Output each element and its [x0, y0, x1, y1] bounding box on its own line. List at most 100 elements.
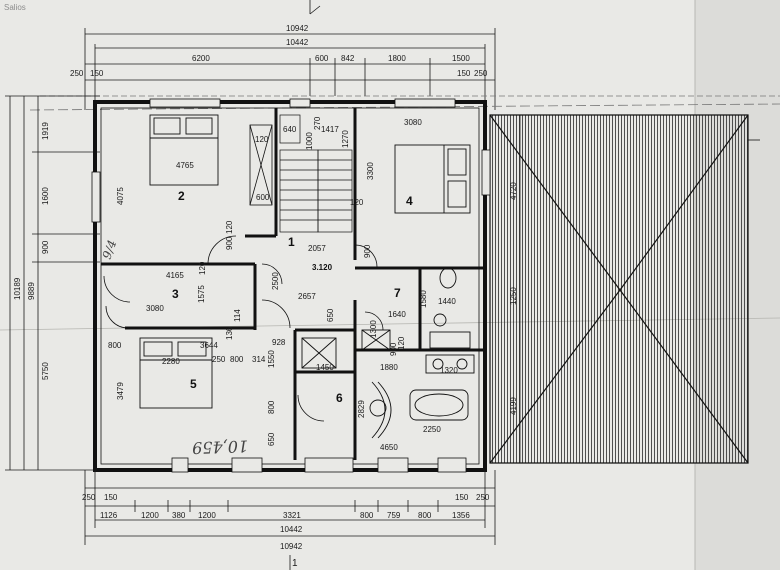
dim-2057: 2057	[308, 244, 326, 253]
dim-overall-inner-top: 10442	[286, 38, 309, 47]
dim-edge-150-left: 150	[90, 69, 104, 78]
dim-2500: 2500	[271, 272, 280, 290]
dim-overall-inner-left: 9889	[27, 282, 36, 300]
room-2-label: 2	[178, 189, 185, 203]
dim-right-1250: 1250	[509, 287, 518, 305]
dim-1580: 1580	[419, 290, 428, 308]
dim-left-seg-1: 1919	[41, 122, 50, 140]
wardrobe-room-2	[249, 124, 273, 206]
dim-136: 136	[225, 326, 234, 340]
dim-120d: 120	[198, 261, 207, 275]
dim-seg-842: 842	[341, 54, 355, 63]
dim-650b: 650	[267, 432, 276, 446]
dim-4165: 4165	[166, 271, 184, 280]
dim-120a: 120	[255, 135, 269, 144]
dim-seg-1800: 1800	[388, 54, 406, 63]
dim-4650: 4650	[380, 443, 398, 452]
top-dimension-chain	[29, 0, 780, 111]
dim-overall-outer-top: 10942	[286, 24, 309, 33]
dim-1575: 1575	[197, 285, 206, 303]
dim-1880: 1880	[380, 363, 398, 372]
roof-outline	[489, 114, 760, 464]
dim-928: 928	[272, 338, 286, 347]
dim-314: 314	[252, 355, 266, 364]
watermark-text: Salios	[4, 3, 26, 12]
room-4-label: 4	[406, 194, 413, 208]
interior-walls	[101, 108, 485, 460]
dim-edge-250-left: 250	[70, 69, 84, 78]
dim-3479: 3479	[116, 382, 125, 400]
dim-800a: 800	[108, 341, 122, 350]
dim-bottom-150-right: 150	[455, 493, 469, 502]
dim-1440: 1440	[438, 297, 456, 306]
handwritten-note: 10,459	[192, 436, 249, 457]
bed-room-5	[139, 337, 213, 409]
dim-bottom-150-left: 150	[104, 493, 118, 502]
dim-800b: 800	[230, 355, 244, 364]
dim-650: 650	[326, 308, 335, 322]
dim-900a: 900	[225, 236, 234, 250]
dim-overall-outer-left: 10189	[13, 277, 22, 300]
dim-600: 600	[256, 193, 270, 202]
dim-bottom-seg-5: 3321	[283, 511, 301, 520]
dim-2250: 2250	[423, 425, 441, 434]
staircase	[279, 114, 353, 233]
dim-3644: 3644	[200, 341, 218, 350]
dim-1450: 1450	[316, 363, 334, 372]
dim-1300: 1300	[369, 320, 378, 338]
dim-1417: 1417	[321, 125, 339, 134]
dim-seg-1500: 1500	[452, 54, 470, 63]
dim-250: 250	[212, 355, 226, 364]
dim-bottom-seg-3: 380	[172, 511, 186, 520]
dim-left-seg-3: 900	[41, 240, 50, 254]
dim-bottom-250-right: 250	[476, 493, 490, 502]
dim-3080b: 3080	[146, 304, 164, 313]
dim-right-4720: 4720	[509, 182, 518, 200]
dim-edge-250-right: 250	[474, 69, 488, 78]
windows	[91, 98, 491, 473]
room-6-label: 6	[336, 391, 343, 405]
dim-seg-600: 600	[315, 54, 329, 63]
dim-bottom-overall-inner: 10442	[280, 525, 303, 534]
room-5-label: 5	[190, 377, 197, 391]
dim-900b: 900	[363, 244, 372, 258]
roof-hip-line	[489, 114, 621, 291]
bath-fixtures	[301, 267, 475, 439]
dim-114: 114	[233, 309, 242, 322]
sheet-mark: 1	[292, 558, 298, 569]
level-mark: 3.120	[312, 263, 333, 272]
dim-120b: 120	[350, 198, 364, 207]
dim-1000: 1000	[305, 132, 314, 150]
bed-room-2	[149, 114, 219, 186]
dim-right-4199: 4199	[509, 397, 518, 415]
dim-bottom-250-left: 250	[82, 493, 96, 502]
dim-2280: 2280	[162, 357, 180, 366]
dim-bottom-seg-1: 1126	[100, 511, 118, 520]
room-1-label: 1	[288, 235, 295, 249]
dim-120e: 120	[397, 336, 406, 350]
dim-800c: 800	[267, 400, 276, 414]
dim-4075: 4075	[116, 187, 125, 205]
bottom-dimension-chain	[84, 470, 496, 570]
room-3-label: 3	[172, 287, 179, 301]
dim-1640: 1640	[388, 310, 406, 319]
dim-1320: 1320	[440, 366, 458, 375]
dim-1550: 1550	[267, 350, 276, 368]
dim-640: 640	[283, 125, 297, 134]
dim-3300: 3300	[366, 162, 375, 180]
dim-bottom-seg-7: 759	[387, 511, 401, 520]
handwritten-mark: 9/4	[100, 238, 120, 261]
dim-3080a: 3080	[404, 118, 422, 127]
dim-bottom-seg-4: 1200	[198, 511, 216, 520]
dim-2829: 2829	[357, 400, 366, 418]
dim-2657: 2657	[298, 292, 316, 301]
room-7-label: 7	[394, 286, 401, 300]
door-swings	[103, 235, 384, 422]
left-dimension-chain	[5, 95, 100, 471]
dim-120c: 120	[225, 220, 234, 234]
dim-bottom-seg-6: 800	[360, 511, 374, 520]
dim-bottom-seg-2: 1200	[141, 511, 159, 520]
dim-edge-150-right: 150	[457, 69, 471, 78]
